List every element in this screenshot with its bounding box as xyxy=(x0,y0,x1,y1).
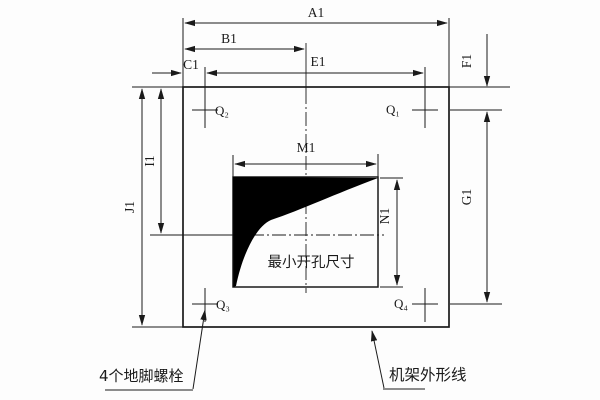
dim-m1: M1 xyxy=(232,140,379,177)
dim-e1-label: E1 xyxy=(311,54,326,69)
bolt-label-q3: Q₃ xyxy=(216,297,230,312)
bolt-label-q4: Q₄ xyxy=(394,296,408,311)
opening-rect xyxy=(232,176,379,288)
dim-j1: J1 xyxy=(122,88,146,326)
dim-g1: G1 xyxy=(459,111,491,303)
dim-c1: C1 xyxy=(152,57,199,77)
anchor-bolt-marks xyxy=(192,67,502,322)
anchor-bolts-label: 4个地脚螺栓 xyxy=(99,367,184,385)
machine-frame-outline xyxy=(132,18,510,328)
dim-m1-label: M1 xyxy=(297,140,316,155)
frame-outline-label: 机架外形线 xyxy=(389,366,467,384)
dim-b1: B1 xyxy=(184,31,305,53)
dim-n1: N1 xyxy=(377,177,403,288)
bolt-label-q2: Q₂ xyxy=(215,103,229,118)
dim-j1-label: J1 xyxy=(122,201,137,213)
min-opening-label: 最小开孔尺寸 xyxy=(268,254,355,271)
dim-a1: A1 xyxy=(184,5,448,27)
opening-wedge-shape xyxy=(233,177,378,287)
dim-c1-label: C1 xyxy=(183,57,199,72)
dim-e1: E1 xyxy=(206,54,424,77)
dim-i1: I1 xyxy=(142,88,165,234)
dim-f1-label: F1 xyxy=(459,54,474,68)
dim-i1-label: I1 xyxy=(142,155,157,166)
min-opening: 最小开孔尺寸 xyxy=(232,176,379,288)
dim-n1-label: N1 xyxy=(377,208,392,225)
callout-frame-outline: 机架外形线 xyxy=(370,330,467,390)
outer-frame-rect xyxy=(182,86,450,328)
bolt-label-q1: Q₁ xyxy=(386,102,400,117)
dim-b1-label: B1 xyxy=(221,31,237,46)
dim-a1-label: A1 xyxy=(308,5,325,20)
callout-anchor-bolts: 4个地脚螺栓 xyxy=(99,309,207,391)
dim-f1: F1 xyxy=(459,34,491,87)
dim-g1-label: G1 xyxy=(459,189,474,206)
